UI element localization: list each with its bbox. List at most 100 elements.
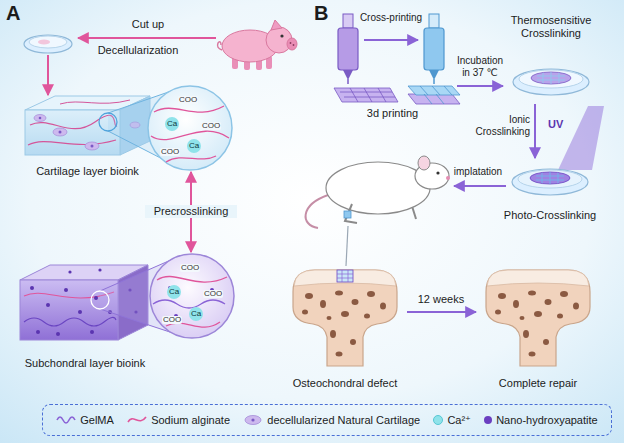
- subchondral-block: [64, 288, 68, 292]
- petri-dish: [518, 170, 582, 188]
- syringe: [424, 14, 444, 84]
- process-arrow: [407, 311, 476, 313]
- petri-dish: [513, 69, 589, 95]
- zoom-circle: [148, 86, 232, 170]
- printed-lattice: [420, 86, 452, 104]
- subchondral-block: [78, 310, 82, 314]
- node-caption: Complete repair: [499, 377, 577, 390]
- step-label: Decellularization: [83, 44, 193, 57]
- subchondral-block: [24, 317, 116, 326]
- cartilage-block: [34, 115, 46, 122]
- petri-dish: [536, 172, 564, 184]
- node-caption: Thermosensitive Crosslinking: [508, 14, 594, 39]
- defect-site: [337, 270, 353, 282]
- rat-icon: [418, 156, 430, 170]
- legend-text: Sodium alginate: [151, 414, 230, 426]
- petri-dish: [530, 172, 570, 184]
- legend-text: GelMA: [80, 414, 114, 426]
- subchondral-block: [30, 286, 34, 290]
- legend-sample: [243, 413, 263, 427]
- chemical-group: COO: [160, 148, 180, 156]
- legend-swatch: [433, 415, 443, 425]
- cartilage-block: [25, 110, 120, 155]
- cartilage-block: [91, 145, 94, 148]
- step-label: UV: [548, 118, 563, 131]
- bone-stage: Osteochondral defect: [285, 262, 405, 390]
- bone-stage: Complete repair: [478, 262, 598, 390]
- chemical-group: COO: [178, 96, 198, 104]
- process-arrow: [454, 185, 506, 187]
- bone-drawing: [486, 270, 590, 366]
- bioink-block: Subchondral layer bioink: [15, 262, 155, 370]
- zoom-circle: [151, 131, 229, 139]
- cartilage-block: [59, 131, 62, 134]
- node-caption: 3d printing: [367, 107, 418, 120]
- legend-sample: [57, 417, 75, 423]
- step-label: implatation: [450, 166, 506, 178]
- node-caption: Subchondral layer bioink: [25, 357, 145, 370]
- ion-label: Ca: [167, 285, 181, 299]
- subchondral-block: [90, 330, 94, 334]
- legend-text: Nano-hydroxyapatite: [496, 414, 598, 426]
- zoom-circle: [148, 86, 232, 170]
- step-label: Cut up: [113, 18, 183, 31]
- leader-line: [346, 226, 348, 266]
- pig-icon: [218, 20, 298, 70]
- bioink-block: Cartilage layer bioink: [20, 92, 155, 178]
- cartilage-block: [28, 140, 116, 145]
- chemical-group: COO: [180, 264, 200, 272]
- legend-swatch: [484, 416, 492, 424]
- legend-sample: [127, 413, 147, 427]
- printed-lattice: [408, 86, 460, 104]
- legend-text: decellularized Natural Cartilage: [267, 414, 420, 426]
- zoom-lens: [99, 113, 117, 131]
- subchondral-block: [94, 296, 98, 300]
- syringe: [424, 28, 444, 70]
- printed-lattice: [408, 94, 460, 104]
- legend-item: decellularized Natural Cartilage: [243, 413, 420, 427]
- ion-label: Ca: [187, 139, 201, 153]
- petri-dish: [531, 72, 571, 84]
- legend-text: Ca²⁺: [447, 414, 471, 427]
- petri-dish: [38, 40, 50, 45]
- legend-sample: [245, 416, 261, 425]
- legend-box: GelMA Sodium alginate decellularized Natur…: [42, 404, 612, 436]
- zoom-circle: [150, 254, 234, 338]
- cartilage-block: [39, 117, 42, 120]
- legend-item: Nano-hydroxyapatite: [484, 414, 598, 426]
- edge-label: Precrosslinking: [145, 205, 237, 218]
- legend-item: Sodium alginate: [127, 413, 230, 427]
- defect-site: [337, 270, 353, 282]
- legend-sample: [56, 413, 76, 427]
- step-label: Cross-printing: [353, 12, 429, 24]
- defect-site: [337, 270, 353, 282]
- rat-icon: [345, 204, 357, 223]
- dish-step: Thermosensitive Crosslinking: [505, 12, 597, 102]
- syringe: [338, 28, 358, 70]
- uv-beam: [558, 106, 604, 170]
- syringe: [429, 70, 439, 78]
- edge-label: Ionic Crosslinking: [466, 114, 530, 137]
- rat-icon: [344, 211, 351, 218]
- legend-item: Ca²⁺: [433, 414, 471, 427]
- petri-dish: [29, 36, 67, 48]
- chemical-group: COO: [201, 122, 221, 130]
- subchondral-block: [68, 270, 71, 273]
- rat-icon: [306, 156, 450, 228]
- zoom-circle: [153, 300, 225, 308]
- zoom-circle: [157, 277, 227, 283]
- node-caption: Cartilage layer bioink: [36, 165, 139, 178]
- cartilage-block: [30, 115, 117, 128]
- cartilage-block: [60, 100, 130, 104]
- ion-label: Ca: [165, 117, 179, 131]
- petri-dish: [519, 70, 583, 88]
- subchondral-block: [98, 268, 101, 271]
- pig-icon: [271, 20, 282, 30]
- subchondral-block: [36, 330, 40, 334]
- cartilage-block: [85, 142, 99, 150]
- pig-icon: [287, 38, 297, 50]
- cartilage-block: [53, 128, 67, 136]
- rat-icon: [446, 176, 450, 180]
